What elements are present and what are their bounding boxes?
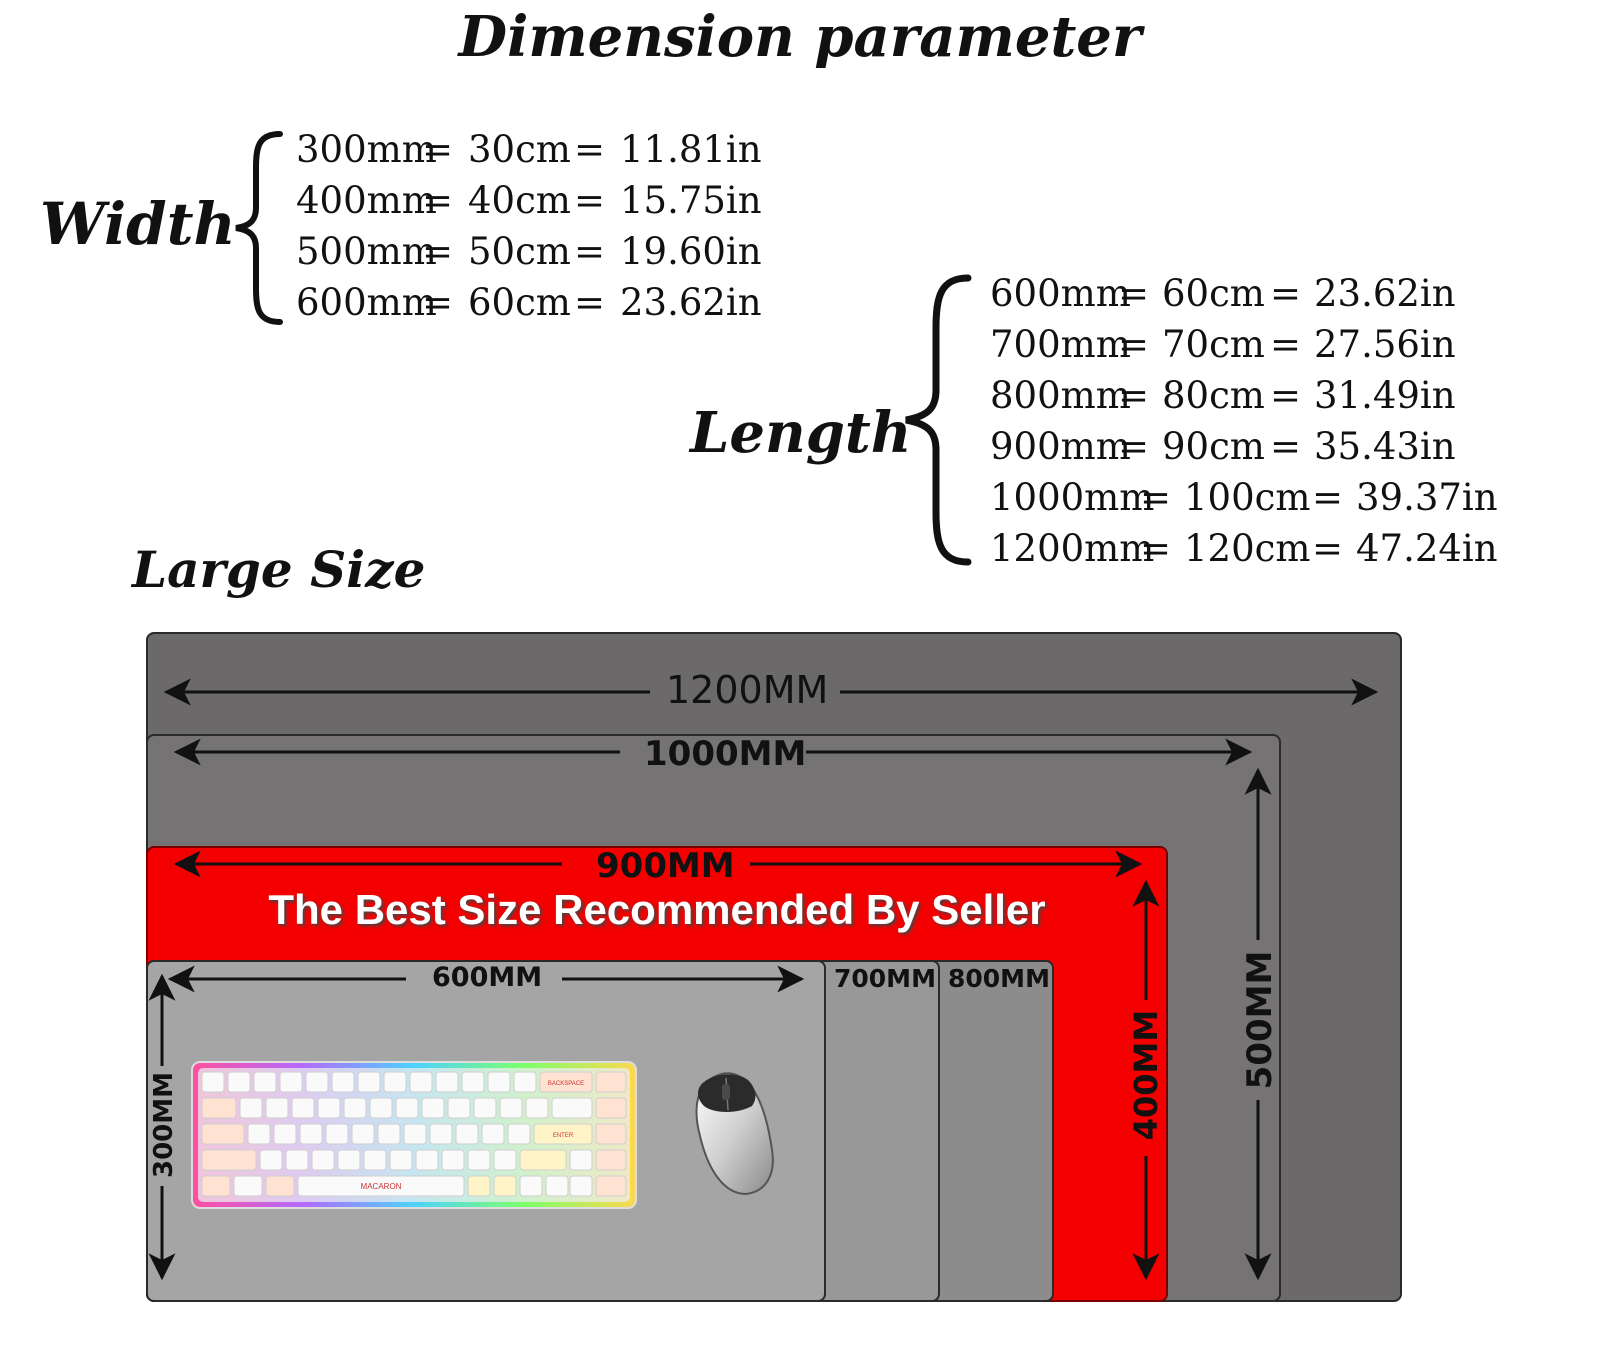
length-label-800: 800MM <box>948 964 1050 993</box>
cm-value: 120cm <box>1184 527 1311 570</box>
cm-value: 60cm <box>1162 272 1265 315</box>
width-label: Width <box>40 190 236 258</box>
equals-sign: = <box>1140 527 1172 570</box>
in-value: 27.56in <box>1314 323 1456 366</box>
in-value: 15.75in <box>620 179 762 222</box>
mm-value: 500mm <box>296 230 437 273</box>
equals-sign: = <box>1140 476 1172 519</box>
mm-value: 300mm <box>296 128 437 171</box>
equals-sign: = <box>1118 425 1150 468</box>
equals-sign: = <box>1312 476 1344 519</box>
cm-value: 100cm <box>1184 476 1311 519</box>
length-label-1000: 1000MM <box>644 734 807 774</box>
keyboard-icon: BACKSPACE ENTER MACARON <box>191 1061 637 1209</box>
mm-value: 600mm <box>296 281 437 324</box>
in-value: 23.62in <box>1314 272 1456 315</box>
equals-sign: = <box>1270 323 1302 366</box>
equals-sign: = <box>1270 272 1302 315</box>
in-value: 39.37in <box>1356 476 1498 519</box>
mm-value: 600mm <box>990 272 1131 315</box>
equals-sign: = <box>422 128 454 171</box>
in-value: 31.49in <box>1314 374 1456 417</box>
mm-value: 1200mm <box>990 527 1155 570</box>
recommended-banner: The Best Size Recommended By Seller <box>268 886 1046 933</box>
length-brace-icon <box>905 274 972 566</box>
page-title: Dimension parameter <box>458 4 1142 70</box>
cm-value: 90cm <box>1162 425 1265 468</box>
large-size-label: Large Size <box>132 540 426 599</box>
in-value: 23.62in <box>620 281 762 324</box>
equals-sign: = <box>422 230 454 273</box>
mm-value: 400mm <box>296 179 437 222</box>
in-value: 19.60in <box>620 230 762 273</box>
in-value: 35.43in <box>1314 425 1456 468</box>
mm-value: 800mm <box>990 374 1131 417</box>
equals-sign: = <box>1118 323 1150 366</box>
equals-sign: = <box>574 230 606 273</box>
equals-sign: = <box>574 128 606 171</box>
cm-value: 40cm <box>468 179 571 222</box>
mouse-icon <box>695 1072 774 1196</box>
equals-sign: = <box>574 179 606 222</box>
keyboard-enter-label: ENTER <box>553 1133 574 1139</box>
keyboard-brand-label: MACARON <box>361 1182 402 1191</box>
length-label-900: 900MM <box>596 846 735 886</box>
cm-value: 70cm <box>1162 323 1265 366</box>
width-brace-icon <box>235 131 283 325</box>
width-label-300: 300MM <box>149 1071 179 1179</box>
keyboard-backspace-label: BACKSPACE <box>548 1081 584 1087</box>
length-label-1200: 1200MM <box>666 668 829 712</box>
equals-sign: = <box>1118 272 1150 315</box>
equals-sign: = <box>1312 527 1344 570</box>
cm-value: 50cm <box>468 230 571 273</box>
mm-value: 700mm <box>990 323 1131 366</box>
equals-sign: = <box>422 179 454 222</box>
keyboard-illustration: BACKSPACE ENTER MACARON <box>190 1060 638 1210</box>
equals-sign: = <box>1118 374 1150 417</box>
width-label-500: 500MM <box>1240 950 1280 1090</box>
equals-sign: = <box>422 281 454 324</box>
in-value: 47.24in <box>1356 527 1498 570</box>
in-value: 11.81in <box>620 128 762 171</box>
cm-value: 80cm <box>1162 374 1265 417</box>
cm-value: 60cm <box>468 281 571 324</box>
cm-value: 30cm <box>468 128 571 171</box>
length-label-700: 700MM <box>834 964 936 993</box>
mm-value: 1000mm <box>990 476 1155 519</box>
equals-sign: = <box>1270 425 1302 468</box>
equals-sign: = <box>574 281 606 324</box>
length-label-600: 600MM <box>432 962 543 993</box>
equals-sign: = <box>1270 374 1302 417</box>
mm-value: 900mm <box>990 425 1131 468</box>
length-label: Length <box>690 400 912 466</box>
width-label-400: 400MM <box>1127 1009 1165 1141</box>
